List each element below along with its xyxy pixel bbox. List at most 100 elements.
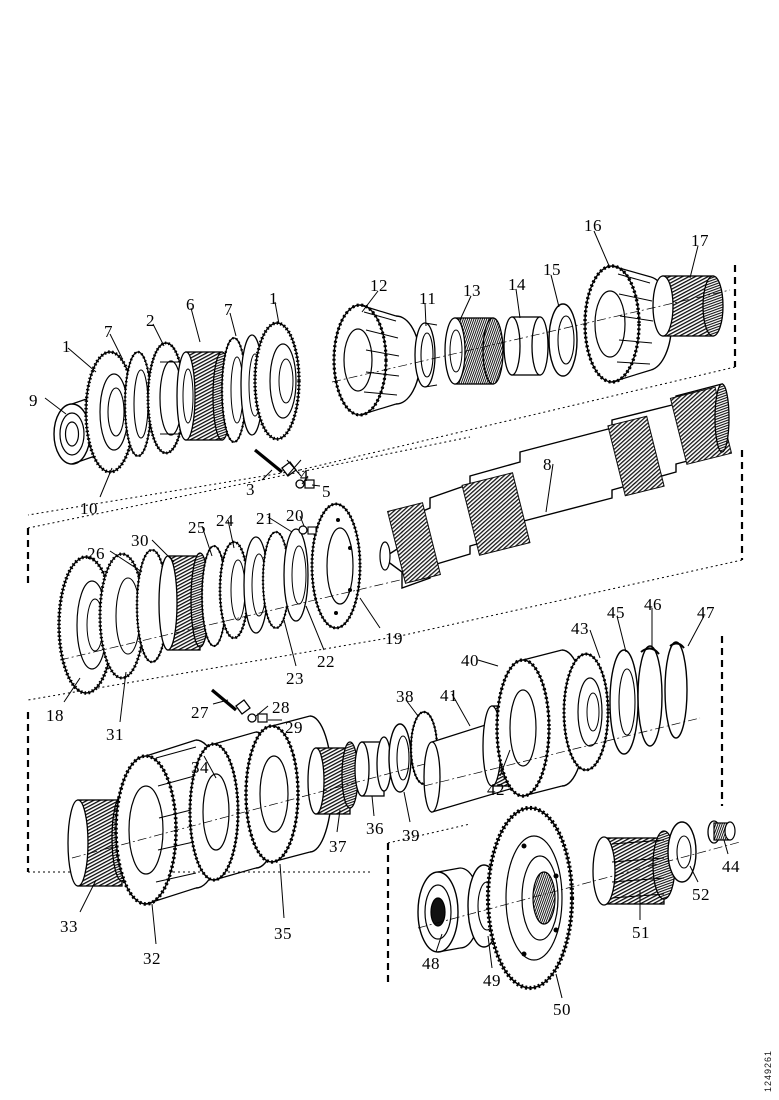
callout-18: 18 [46,706,64,725]
callout-52: 52 [692,885,710,904]
axis-line-band1 [331,289,731,383]
part-47-snap-ring [664,641,688,739]
part-34-gear [188,731,281,882]
callout-32: 32 [143,949,161,968]
callout-20: 20 [286,506,304,525]
drawing-id-number: 1249261 [763,1049,773,1092]
callout-49: 49 [483,971,501,990]
callout-15: 15 [543,260,561,279]
callout-44: 44 [722,857,740,876]
callout-51: 51 [632,923,650,942]
part-40-gear [495,649,587,798]
callout-12: 12 [370,276,388,295]
callout-43: 43 [571,619,589,638]
callout-29: 29 [285,718,303,737]
axis-line-band3 [71,759,441,859]
callout-50: 50 [553,1000,571,1019]
callout-41: 41 [440,686,458,705]
part-18-ring-gear [57,555,115,695]
callout-4: 4 [300,466,309,485]
callout-22: 22 [317,652,335,671]
reverse-idler-cluster [423,608,705,813]
callout-36: 36 [366,819,384,838]
callout-47: 47 [697,603,715,622]
callout-5: 5 [322,482,331,501]
lower-countershaft-cluster [67,699,441,945]
part-15-thrust-ring [548,303,578,377]
callout-37: 37 [329,837,347,856]
part-8-mainshaft [379,383,733,589]
callout-39: 39 [402,826,420,845]
leader-lines-band3-left [79,699,419,945]
callout-2: 2 [146,311,155,330]
callout-24: 24 [216,511,234,530]
part-11-thrust-washer [414,322,438,388]
part-1b-gear [253,321,301,441]
callout-13: 13 [463,281,481,300]
callout-16: 16 [584,216,602,235]
part-46-clip [637,645,663,747]
part-37-splined-section [307,741,359,815]
callout-30: 30 [131,531,149,550]
part-13-needle-bearing [444,317,504,385]
part-27-28-29-detent [210,688,268,723]
callout-17: 17 [691,231,709,250]
part-12-gear [332,303,421,417]
part-7b-synchro-ring [220,336,248,444]
section-frames [26,265,744,986]
callout-7-a: 7 [104,322,113,341]
callout-3: 3 [246,480,255,499]
callout-27: 27 [191,703,209,722]
callout-6: 6 [186,295,195,314]
callout-38: 38 [396,687,414,706]
leader-lines-band4 [435,839,729,999]
part-39-ring [388,723,412,793]
part-35-gear [244,715,333,864]
leader-lines-band1-left [44,301,321,498]
callout-40: 40 [461,651,479,670]
callout-7-b: 7 [224,300,233,319]
part-16-gear [583,264,673,384]
callout-48: 48 [422,954,440,973]
callout-23: 23 [286,669,304,688]
callout-9: 9 [29,391,38,410]
callout-21: 21 [256,509,274,528]
axis-line-band4 [417,841,741,929]
callout-35: 35 [274,924,292,943]
callout-42: 42 [487,780,505,799]
leader-lines-band1-right [361,230,699,327]
part-22-ring [283,528,309,622]
callout-45: 45 [607,603,625,622]
part-9-bearing [53,395,114,465]
axis-line-band2 [59,579,401,661]
callout-1-a: 1 [62,337,71,356]
mid-gear-stack [57,383,733,723]
upper-right-gear-stack [331,230,731,417]
callout-19: 19 [385,629,403,648]
part-20-pin [298,525,317,535]
callout-34: 34 [191,758,209,777]
callout-11: 11 [419,289,437,308]
part-44-bolt [707,820,736,844]
part-36-spacer [354,736,392,797]
leader-lines-band3-right [451,608,705,777]
callout-14: 14 [508,275,526,294]
part-33-splined-end [67,794,133,887]
part-3-4-5-detent-parts [253,448,315,489]
part-52-washer [667,821,697,883]
callout-33: 33 [60,917,78,936]
callout-26: 26 [87,544,105,563]
part-48-bearing [417,867,481,953]
callout-28: 28 [272,698,290,717]
upper-left-gear-stack [44,301,321,498]
part-2-clutch-hub [146,341,186,455]
part-51-splined-sleeve [592,830,676,906]
callout-31: 31 [106,725,124,744]
axis-line-band3r [423,717,701,787]
part-14-spacer-sleeve [503,316,549,376]
part-30-sleeve [158,552,210,651]
part-45-ring [609,649,639,755]
callout-8: 8 [543,455,552,474]
